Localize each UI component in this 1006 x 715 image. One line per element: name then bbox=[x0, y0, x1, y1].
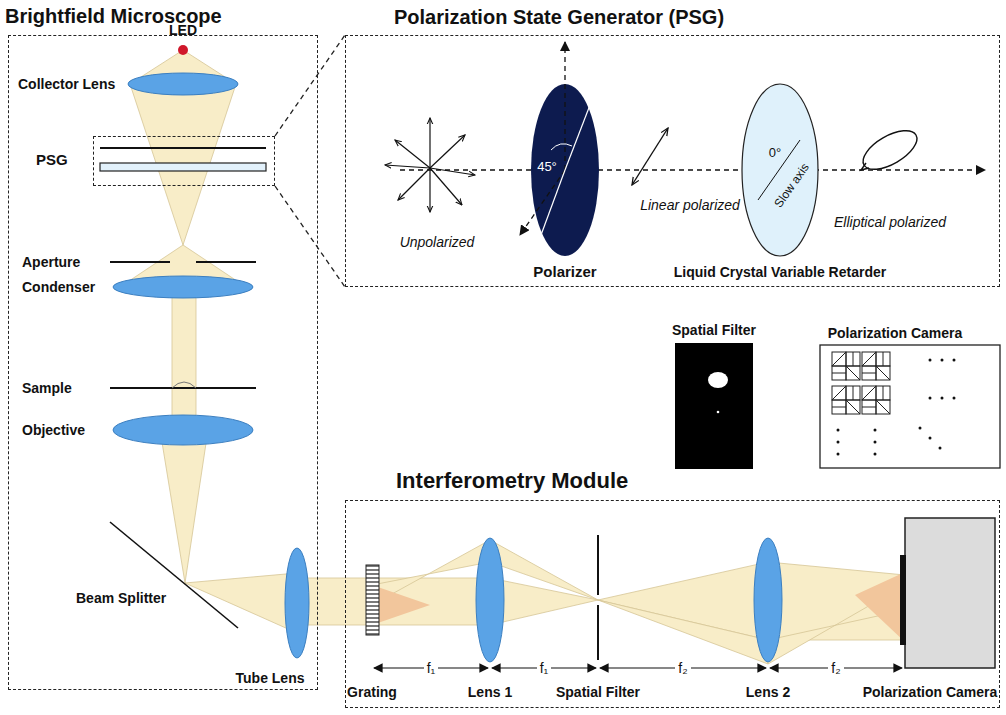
part-label: Lens 1 bbox=[468, 684, 512, 700]
part-label: LED bbox=[169, 22, 197, 38]
part-label: Objective bbox=[22, 422, 85, 438]
part-label: Tube Lens bbox=[236, 670, 305, 686]
part-label: Grating bbox=[347, 684, 397, 700]
part-label: Aperture bbox=[22, 254, 80, 270]
zoom-leader bbox=[275, 35, 345, 287]
dashed-region: PSG bbox=[93, 136, 275, 186]
part-label: Elliptical polarized bbox=[834, 214, 946, 230]
part-label: Collector Lens bbox=[18, 76, 115, 92]
part-label: 0° bbox=[769, 146, 781, 161]
region-heading: Polarization State Generator (PSG) bbox=[394, 6, 724, 29]
part-label: Polarization Camera bbox=[828, 325, 963, 341]
part-label: Sample bbox=[22, 380, 72, 396]
part-label: Condenser bbox=[22, 279, 95, 295]
part-label: Liquid Crystal Variable Retarder bbox=[674, 264, 886, 280]
region-heading: Interferometry Module bbox=[396, 468, 628, 494]
part-label: Polarizer bbox=[533, 263, 596, 280]
part-label: Polarization Camera bbox=[863, 684, 998, 700]
part-label: Unpolarized bbox=[400, 234, 475, 250]
part-label: Lens 2 bbox=[746, 684, 790, 700]
part-label: f₁ bbox=[424, 660, 439, 676]
part-label: Beam Splitter bbox=[76, 590, 166, 606]
part-label: 45° bbox=[537, 160, 557, 175]
part-label: Spatial Filter bbox=[672, 322, 756, 338]
part-label: f₁ bbox=[537, 660, 552, 676]
part-label: f₂ bbox=[675, 660, 690, 676]
part-label: f₂ bbox=[828, 660, 843, 676]
dashed-region: Interferometry Module bbox=[345, 500, 1000, 708]
part-label: Linear polarized bbox=[640, 197, 740, 213]
region-heading: PSG bbox=[36, 151, 68, 168]
part-label: Spatial Filter bbox=[556, 684, 640, 700]
